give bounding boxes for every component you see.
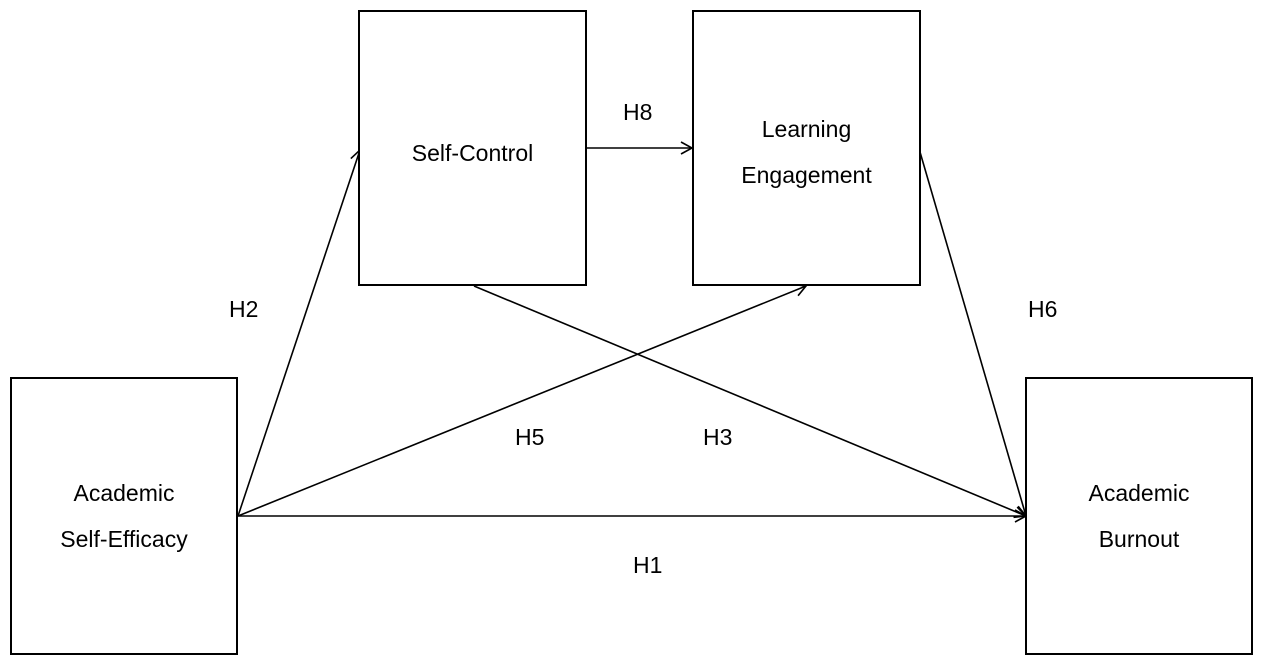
- path-h3-arrow: [473, 285, 1028, 519]
- node-academic-burnout-line1: Academic: [1088, 480, 1190, 506]
- node-learning-engagement: Learning Engagement: [692, 10, 921, 286]
- path-h6-arrow: [919, 151, 1030, 518]
- path-h2-arrow: [237, 148, 364, 517]
- path-h6-label: H6: [1028, 296, 1058, 322]
- node-self-control: Self-Control: [358, 10, 587, 286]
- path-h1-label: H1: [633, 552, 663, 578]
- node-academic-burnout: Academic Burnout: [1025, 377, 1253, 655]
- path-h5-arrow: [237, 283, 808, 517]
- node-learning-engagement-line1: Learning: [761, 116, 852, 142]
- path-h8-label: H8: [623, 99, 653, 125]
- node-academic-self-efficacy-line2: Self-Efficacy: [60, 526, 188, 552]
- node-academic-self-efficacy-line1: Academic: [73, 480, 175, 506]
- path-h2-label: H2: [229, 296, 259, 322]
- path-h5-label: H5: [515, 424, 545, 450]
- path-h3-label: H3: [703, 424, 733, 450]
- node-self-control-label: Self-Control: [411, 140, 534, 166]
- node-learning-engagement-line2: Engagement: [741, 162, 872, 188]
- node-academic-burnout-line2: Burnout: [1098, 526, 1180, 552]
- node-academic-self-efficacy: Academic Self-Efficacy: [10, 377, 238, 655]
